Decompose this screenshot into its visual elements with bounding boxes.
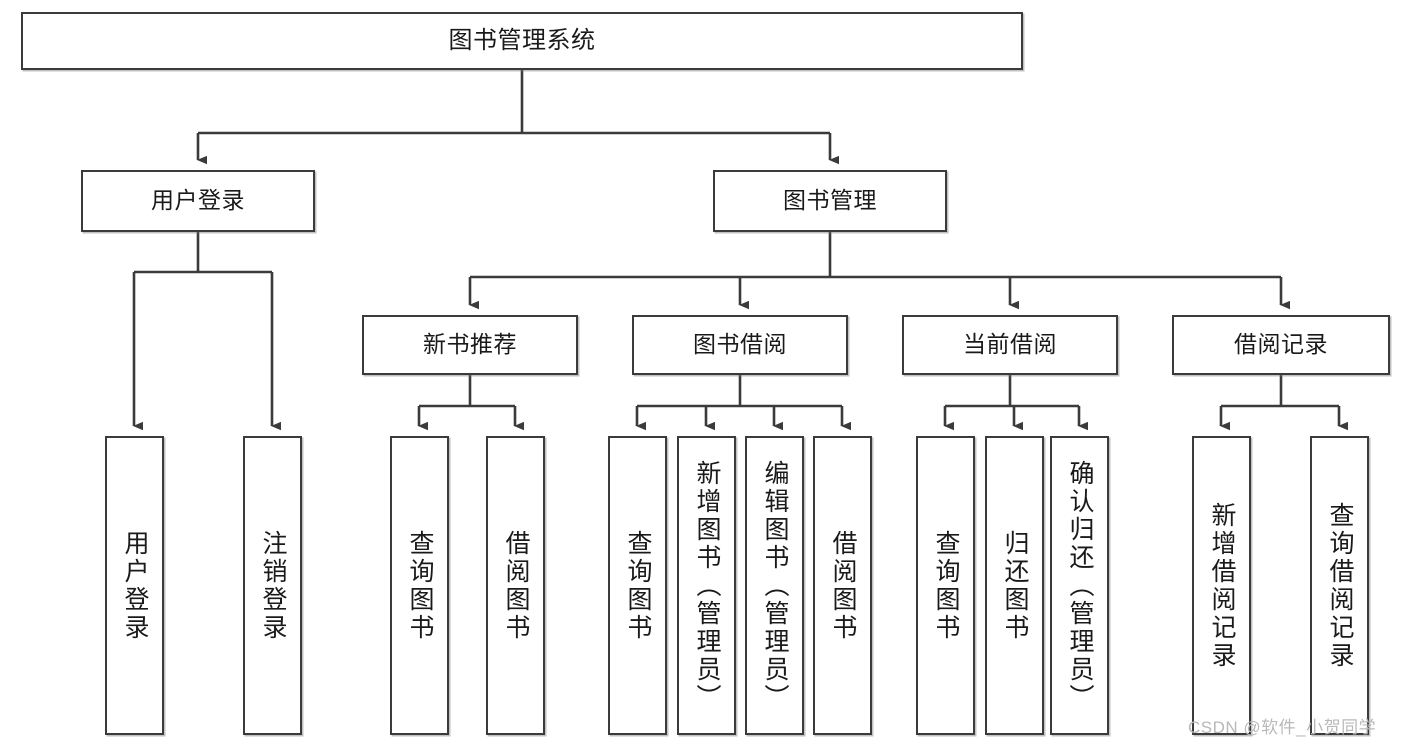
leaf-borrow-edit-book-admin[interactable]: 编辑图书（管理员） xyxy=(745,436,804,735)
leaf-user-login-login[interactable]: 用户登录 xyxy=(105,436,164,735)
node-label: 新书推荐 xyxy=(423,331,517,358)
node-label: 用户登录 xyxy=(121,529,149,642)
node-label: 查询图书 xyxy=(932,529,960,642)
node-label: 图书管理 xyxy=(783,187,877,214)
node-label: 新增借阅记录 xyxy=(1208,501,1236,670)
node-book-borrow[interactable]: 图书借阅 xyxy=(632,315,848,375)
node-label: 借阅图书 xyxy=(829,529,857,642)
leaf-recommend-borrow-book[interactable]: 借阅图书 xyxy=(486,436,545,735)
leaf-borrow-borrow-book[interactable]: 借阅图书 xyxy=(813,436,872,735)
node-current-borrow[interactable]: 当前借阅 xyxy=(902,315,1118,375)
node-label: 归还图书 xyxy=(1001,529,1029,642)
node-label: 注销登录 xyxy=(259,529,287,642)
node-label: 借阅记录 xyxy=(1234,331,1328,358)
leaf-borrow-query-book[interactable]: 查询图书 xyxy=(608,436,667,735)
node-label: 借阅图书 xyxy=(502,529,530,642)
node-book-management[interactable]: 图书管理 xyxy=(713,170,947,232)
node-user-login[interactable]: 用户登录 xyxy=(81,170,315,232)
node-borrow-record[interactable]: 借阅记录 xyxy=(1172,315,1390,375)
watermark: CSDN @软件_小贺同学 xyxy=(1188,718,1377,737)
node-label: 查询图书 xyxy=(406,529,434,642)
node-root-system[interactable]: 图书管理系统 xyxy=(21,12,1023,70)
node-label: 确认归还（管理员） xyxy=(1066,459,1094,712)
node-label: 用户登录 xyxy=(151,187,245,214)
leaf-user-login-logout[interactable]: 注销登录 xyxy=(243,436,302,735)
node-label: 查询借阅记录 xyxy=(1326,501,1354,670)
node-label: 图书借阅 xyxy=(693,331,787,358)
leaf-record-add-record[interactable]: 新增借阅记录 xyxy=(1192,436,1251,735)
leaf-record-query-record[interactable]: 查询借阅记录 xyxy=(1310,436,1369,735)
node-label: 查询图书 xyxy=(624,529,652,642)
leaf-recommend-query-book[interactable]: 查询图书 xyxy=(390,436,449,735)
leaf-current-query-book[interactable]: 查询图书 xyxy=(916,436,975,735)
node-new-book-recommend[interactable]: 新书推荐 xyxy=(362,315,578,375)
node-label: 编辑图书（管理员） xyxy=(761,459,789,712)
leaf-current-return-book[interactable]: 归还图书 xyxy=(985,436,1044,735)
node-label: 图书管理系统 xyxy=(448,26,596,54)
node-label: 新增图书（管理员） xyxy=(693,459,721,712)
leaf-current-confirm-return-admin[interactable]: 确认归还（管理员） xyxy=(1050,436,1109,735)
node-label: 当前借阅 xyxy=(963,331,1057,358)
leaf-borrow-add-book-admin[interactable]: 新增图书（管理员） xyxy=(677,436,736,735)
